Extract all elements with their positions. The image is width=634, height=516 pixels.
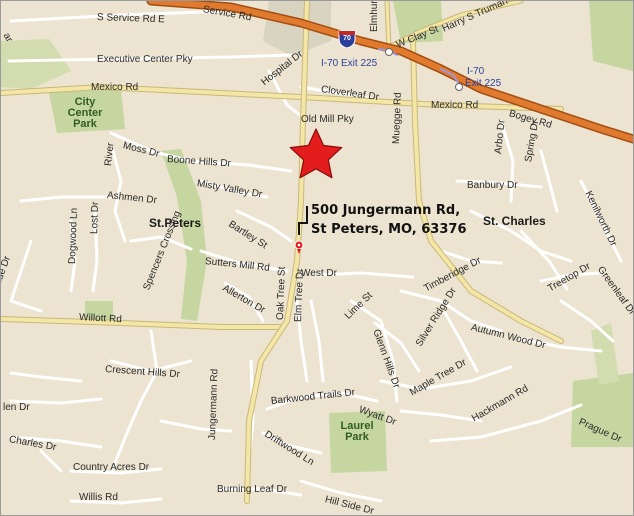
shield-number: 70 <box>343 35 351 42</box>
park-area-southeast <box>571 373 633 447</box>
address-line-1: 500 Jungermann Rd, <box>311 203 461 218</box>
interstate-shield-icon: 70 <box>337 29 357 49</box>
park-strip-spencers <box>161 149 207 321</box>
town-label-st-peters: St.Peters <box>149 216 202 230</box>
street-label: Dogwood Ln <box>67 207 80 265</box>
street-label: Lost Dr <box>89 201 102 235</box>
street-label: Executive Center Pky <box>97 54 193 65</box>
street-label: Burning Leaf Dr <box>217 484 288 495</box>
street-label: Country Acres Dr <box>73 462 150 473</box>
street-label: Oak Tree St <box>275 266 288 321</box>
laurel-park-area <box>329 411 387 473</box>
street-label: Elmhurst <box>369 0 380 32</box>
exit-label-west: I-70 Exit 225 <box>321 58 378 69</box>
star-marker-icon[interactable] <box>289 128 343 179</box>
exit-node-west <box>385 48 393 56</box>
address-callout: 500 Jungermann Rd, St Peters, MO, 63376 <box>311 201 467 239</box>
street-label: Old Mill Pky <box>301 114 354 125</box>
collector-roads <box>1 1 564 504</box>
park-area-west <box>85 301 113 323</box>
city-center-park-area <box>49 89 125 133</box>
street-label: West Dr <box>301 268 337 279</box>
exit-label-east-2: Exit 225 <box>465 78 502 89</box>
park-area-far-northeast <box>589 1 633 71</box>
street-label: len Dr <box>3 402 30 413</box>
exit-label-east-1: I-70 <box>467 66 485 77</box>
callout-leader-line <box>298 206 308 235</box>
location-pin-icon <box>294 240 304 254</box>
address-line-2: St Peters, MO, 63376 <box>311 222 467 237</box>
park-area-northwest <box>1 39 71 89</box>
street-label: Elm Tree Dr <box>293 268 306 323</box>
local-roads <box>7 9 623 505</box>
street-label: Muegge Rd <box>391 92 404 145</box>
town-label-st-charles: St. Charles <box>483 214 546 228</box>
park-area-northeast <box>393 1 443 43</box>
street-label: Mexico Rd <box>431 100 479 111</box>
street-label: Banbury Dr <box>467 180 518 191</box>
exit-node-east <box>455 83 463 91</box>
street-label: Willis Rd <box>79 492 118 503</box>
street-label: Mexico Rd <box>91 82 139 93</box>
